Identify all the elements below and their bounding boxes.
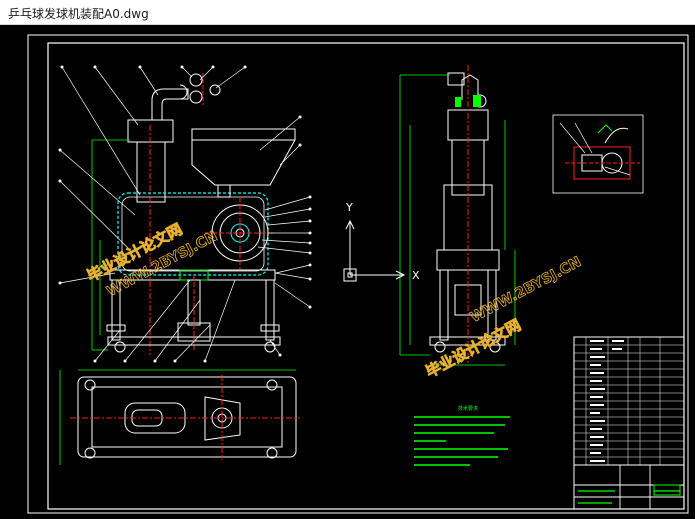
axis-x-label: X: [412, 269, 420, 282]
cad-canvas[interactable]: Y X 技术要求: [0, 25, 695, 519]
technical-notes: 技术要求: [414, 405, 510, 466]
watermark-right-title: 毕业设计论文网: [423, 316, 524, 381]
title-block: [573, 336, 685, 510]
outer-frame: [27, 34, 689, 514]
front-view: [58, 65, 312, 363]
inner-frame: [47, 42, 685, 510]
title-bar: 乒乓球发球机装配A0.dwg: [0, 0, 695, 25]
watermark-right: 毕业设计论文网 WWW.2BYSJ.CN: [422, 254, 584, 382]
tech-notes-heading: 技术要求: [458, 405, 478, 412]
window-title: 乒乓球发球机装配A0.dwg: [8, 7, 149, 21]
watermark-right-url: WWW.2BYSJ.CN: [468, 254, 584, 326]
axis-y-label: Y: [345, 201, 353, 214]
ucs-icon: Y X: [343, 201, 420, 282]
side-view: [399, 65, 516, 366]
detail-view: [552, 114, 644, 194]
top-view: [59, 369, 300, 465]
drawing-viewport[interactable]: Y X 技术要求: [0, 25, 695, 519]
